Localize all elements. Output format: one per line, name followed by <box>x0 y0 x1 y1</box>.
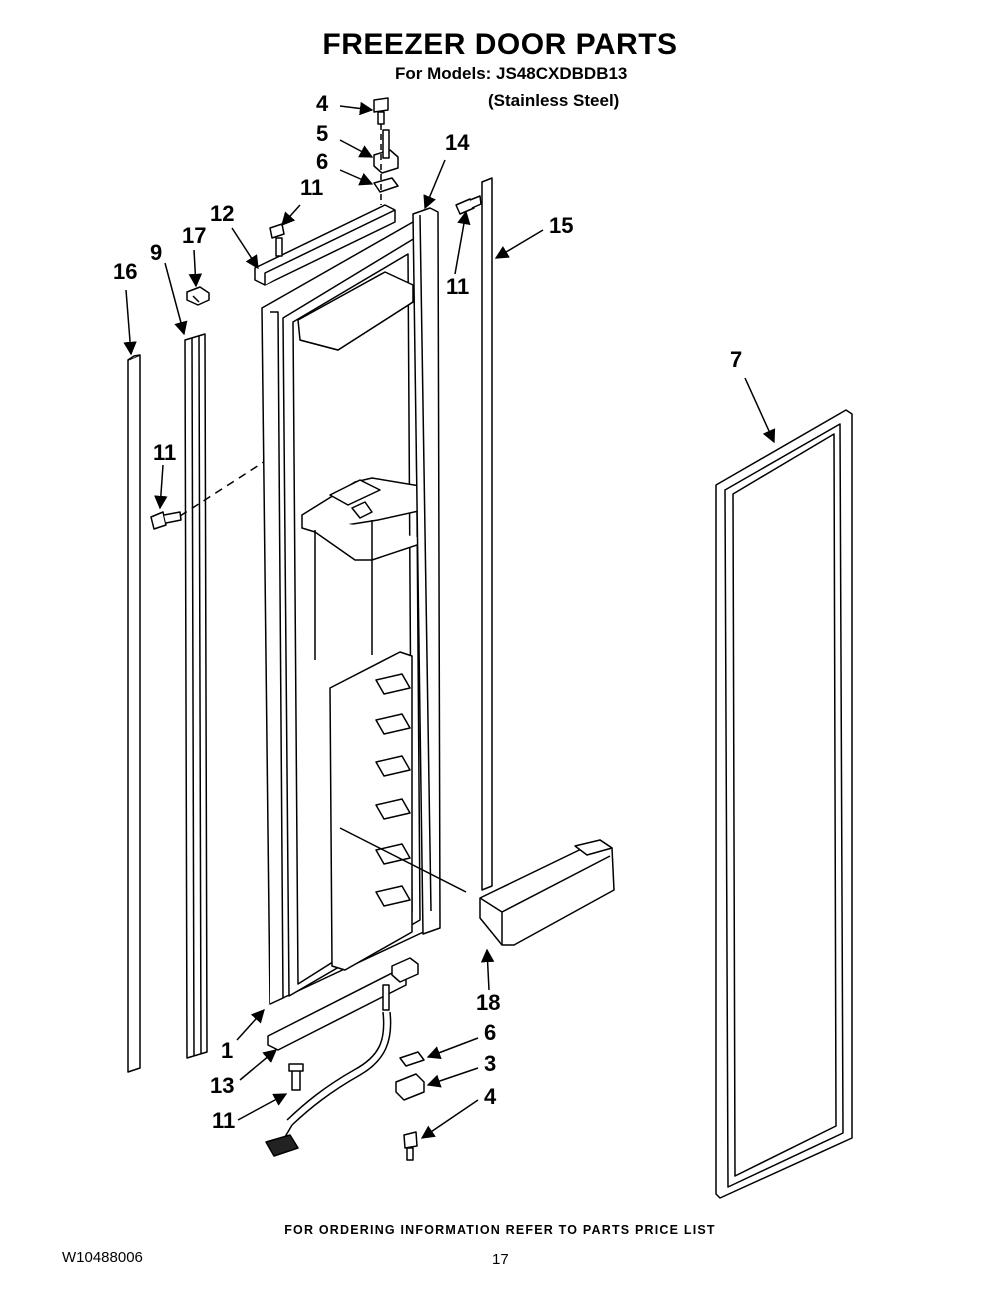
bottom-hinge <box>395 1073 425 1101</box>
door-trim-strip-left <box>127 354 141 1073</box>
callout-13: 13 <box>210 1073 234 1098</box>
freezer-door-liner <box>261 217 433 1005</box>
door-strip-right <box>481 177 493 891</box>
callout-6-bottom: 6 <box>484 1020 496 1045</box>
callout-17: 17 <box>182 223 206 248</box>
callout-11-left: 11 <box>153 440 176 465</box>
bottom-hinge-bracket <box>382 957 419 1011</box>
top-hinge <box>373 129 399 174</box>
door-gasket <box>715 409 853 1199</box>
screw-right <box>455 195 482 215</box>
callout-11-top: 11 <box>300 175 323 200</box>
upper-hinge-shim <box>373 177 399 193</box>
wire-connector <box>265 1134 299 1157</box>
door-channel-left <box>184 333 208 1059</box>
lower-hinge-shim <box>399 1051 425 1067</box>
callout-6-top: 6 <box>316 149 328 174</box>
top-door-trim <box>254 204 396 286</box>
callout-4-top: 4 <box>316 91 329 116</box>
page-number: 17 <box>492 1251 509 1268</box>
callout-18: 18 <box>476 990 500 1015</box>
callout-15: 15 <box>549 213 573 238</box>
document-id: W10488006 <box>62 1249 143 1266</box>
callout-16: 16 <box>113 259 137 284</box>
variant-line: (Stainless Steel) <box>488 91 620 110</box>
screw-bottom <box>288 1063 304 1091</box>
page-title: FREEZER DOOR PARTS <box>322 28 678 61</box>
screw-left <box>150 511 182 530</box>
callout-11-right: 11 <box>446 274 469 299</box>
screw-top-trim <box>269 223 285 257</box>
callout-4-bottom: 4 <box>484 1084 497 1109</box>
bracket-clip <box>186 286 210 306</box>
callout-3: 3 <box>484 1051 496 1076</box>
models-line: For Models: JS48CXDBDB13 <box>395 64 628 83</box>
callout-9: 9 <box>150 240 162 265</box>
callout-11-bottom: 11 <box>212 1108 235 1133</box>
door-bin <box>479 839 615 946</box>
bottom-hinge-screw <box>403 1131 418 1161</box>
callout-7: 7 <box>730 347 742 372</box>
callout-12: 12 <box>210 201 234 226</box>
callout-5: 5 <box>316 121 328 146</box>
callout-14: 14 <box>445 130 470 155</box>
leader-lines <box>123 101 776 1139</box>
ordering-note: FOR ORDERING INFORMATION REFER TO PARTS … <box>284 1223 716 1237</box>
top-hinge-screw <box>373 97 389 125</box>
callout-1: 1 <box>221 1038 233 1063</box>
